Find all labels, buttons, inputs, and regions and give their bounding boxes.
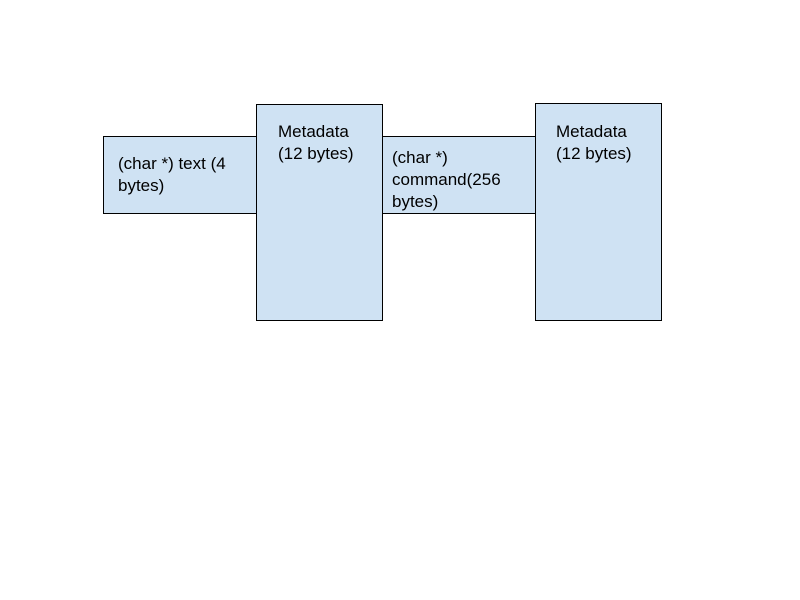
metadata-label-2: Metadata (12 bytes) [556,122,632,163]
text-pointer-label: (char *) text (4 bytes) [118,154,226,195]
command-buffer-block: (char *) command(256 bytes) [382,136,536,214]
metadata-block-2: Metadata (12 bytes) [535,103,662,321]
command-buffer-label: (char *) command(256 bytes) [392,148,501,211]
metadata-block-1: Metadata (12 bytes) [256,104,383,321]
text-pointer-block: (char *) text (4 bytes) [103,136,257,214]
metadata-label-1: Metadata (12 bytes) [278,122,354,163]
